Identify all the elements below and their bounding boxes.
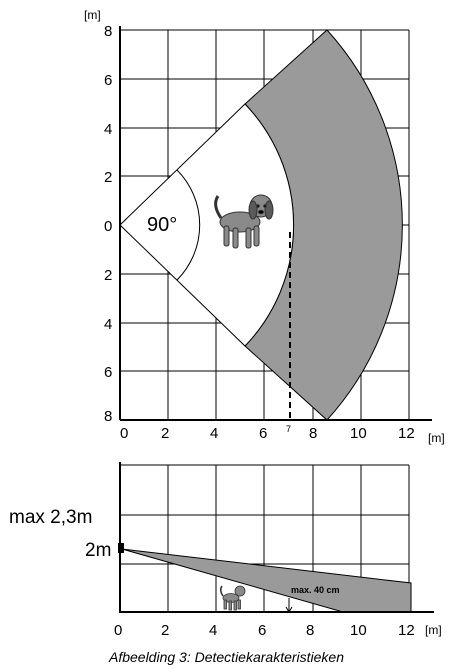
top-y-tick: 2 [104, 267, 112, 284]
angle-label: 90° [147, 214, 177, 236]
side-x-tick: 4 [209, 622, 217, 639]
sensor-marker [118, 543, 124, 553]
side-view: max. 40 cm max 2,3m 2m 0 2 4 6 8 10 12 [… [9, 462, 442, 639]
top-y-tick: 0 [104, 218, 112, 235]
top-x-tick: 2 [161, 425, 169, 442]
dog-illustration [214, 194, 274, 249]
figure-caption: Afbeelding 3: Detectiekarakteristieken [108, 649, 345, 665]
top-y-tick: 6 [104, 364, 112, 381]
side-x-tick: 2 [161, 622, 169, 639]
top-x-tick: 12 [398, 425, 415, 442]
top-unit-x: [m] [428, 431, 445, 445]
inner-sector [119, 103, 294, 347]
top-y-tick: 4 [104, 316, 112, 333]
top-y-tick: 4 [104, 121, 112, 138]
side-unit-x: [m] [425, 623, 442, 637]
top-x-tick: 6 [259, 425, 267, 442]
top-y-tick: 8 [104, 408, 112, 425]
top-x-tick: 0 [120, 425, 128, 442]
small-dog-illustration [219, 585, 246, 611]
side-x-tick: 6 [258, 622, 266, 639]
side-x-tick: 10 [350, 622, 367, 639]
height-arrow-head [285, 606, 293, 613]
pet-height-label: max. 40 cm [291, 585, 340, 595]
angle-arc [176, 169, 201, 281]
side-x-tick: 0 [114, 622, 122, 639]
top-unit-y: [m] [84, 8, 101, 22]
top-x-tick: 10 [350, 425, 367, 442]
max-height-label: max 2,3m [9, 507, 92, 528]
top-y-tick: 2 [104, 169, 112, 186]
top-x-tick: 4 [210, 425, 218, 442]
mount-height-label: 2m [85, 540, 111, 561]
top-y-tick: 6 [104, 72, 112, 89]
side-x-tick: 12 [398, 622, 415, 639]
top-x-tick-extra: 7 [286, 424, 291, 434]
top-view: [m] 8 6 4 2 0 2 4 6 8 0 2 4 6 7 8 10 12 … [84, 8, 445, 445]
side-x-tick: 8 [306, 622, 314, 639]
side-detection-beam [121, 548, 412, 613]
top-x-tick: 8 [309, 425, 317, 442]
top-y-tick: 8 [104, 23, 112, 40]
